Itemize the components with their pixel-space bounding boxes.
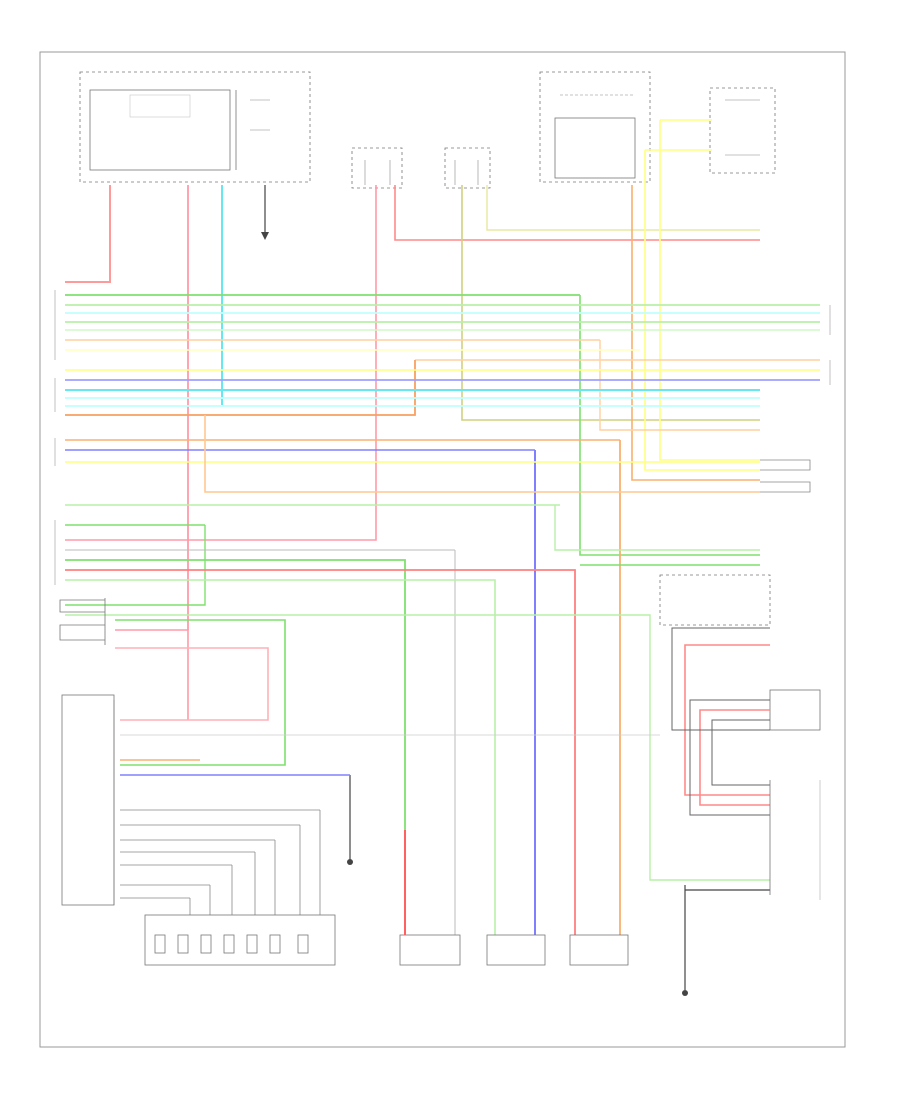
- wire-red-right-2: [699, 709, 770, 806]
- wire-pink-cm-2: [115, 647, 269, 721]
- sensor-block-left: [351, 147, 403, 189]
- bus-green-3-drop: [554, 505, 760, 551]
- sensor-box-bottom-1: [399, 934, 461, 966]
- bus-orange-left-drop: [65, 360, 416, 416]
- connector-right-2: [659, 574, 821, 731]
- wire-red-ecm-drop: [65, 185, 111, 283]
- bus-green-4-drop: [65, 525, 206, 606]
- diagram-frame: [39, 51, 846, 1048]
- bus-green-5: [65, 559, 406, 935]
- bus-green-7: [65, 614, 770, 881]
- connector-block-bottom-left: [144, 914, 336, 966]
- wire-orange-relay-drop: [631, 185, 760, 481]
- wire-dark-right-3: [689, 699, 770, 816]
- bus-green-1-drop: [579, 295, 760, 556]
- bus-red-5: [65, 569, 576, 935]
- ecm-module: [79, 71, 311, 183]
- connector-right-1: [760, 459, 811, 493]
- bus-orange-3: [204, 415, 760, 493]
- left-loop-connectors: [59, 598, 106, 645]
- ground-symbol-right-bottom: [682, 885, 688, 996]
- ground-symbol-left-bottom: [347, 775, 353, 865]
- control-module-left: [61, 694, 115, 906]
- wire-pink-cm-1: [115, 629, 189, 720]
- wire-yellow-top-right: [486, 185, 760, 231]
- bus-lightorange-1-drop: [599, 340, 760, 431]
- wire-yellow-relay-2: [644, 150, 760, 471]
- wire-dark-right-1: [671, 627, 770, 731]
- wire-olive-drop: [461, 185, 760, 421]
- sensor-box-bottom-2: [486, 934, 546, 966]
- wire-red-sensor-drop: [65, 185, 377, 541]
- connector-stack-lower-left: [120, 809, 321, 915]
- bus-green-6: [65, 579, 496, 935]
- wire-red-top-right: [394, 185, 760, 241]
- wire-dark-right-2: [711, 719, 770, 786]
- relay-box-top-right: [539, 71, 776, 183]
- sensor-block-right: [444, 147, 491, 189]
- multi-pin-connector-right: [769, 780, 821, 900]
- wire-red-right-1: [684, 644, 770, 796]
- sensor-box-bottom-3: [569, 934, 629, 966]
- ground-symbol-top: [261, 185, 269, 240]
- wire-yellow-relay-1: [659, 120, 760, 461]
- wire-green-cm-3: [115, 619, 286, 766]
